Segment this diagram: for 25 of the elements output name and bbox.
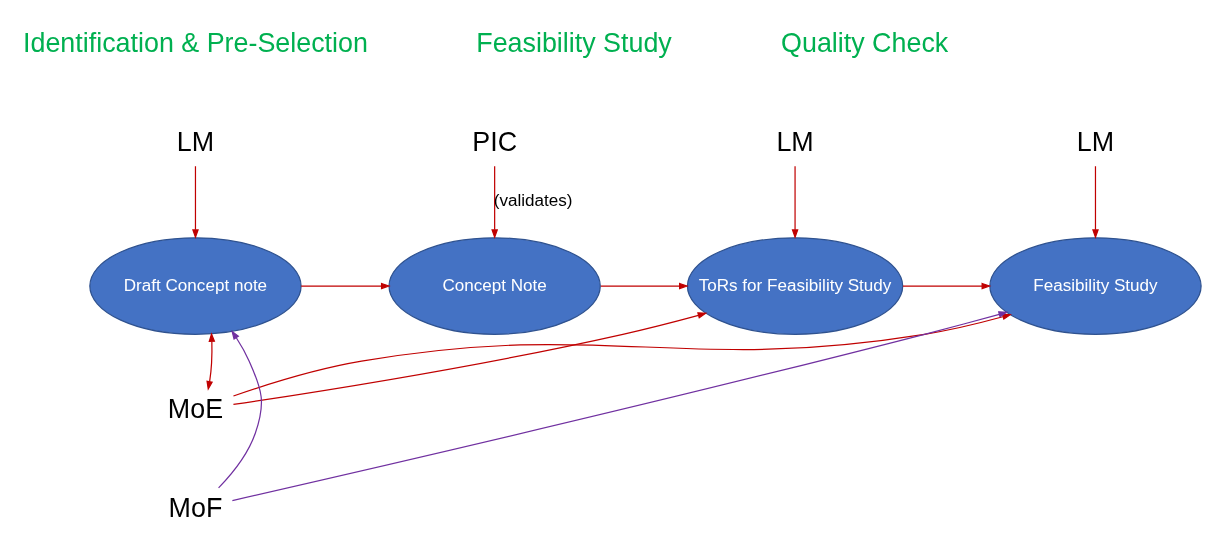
arrow: [217, 329, 263, 488]
arrow: [491, 165, 499, 239]
arrow: [600, 282, 689, 289]
node-text: PIC: [472, 126, 518, 157]
arrow: [232, 311, 708, 405]
arrow: [1092, 165, 1099, 239]
arrow: [300, 282, 391, 289]
node-text: LM: [1076, 126, 1115, 157]
node-ellipse: Concept Note: [388, 236, 601, 335]
node-ellipse: Feasibility Study: [989, 236, 1202, 335]
node-text: MoE: [167, 393, 224, 424]
node-ellipse: ToRs for Feasibility Study: [686, 236, 904, 335]
label: Quality Check: [781, 27, 949, 58]
node-text: LM: [176, 126, 215, 157]
node-text: MoF: [168, 492, 223, 523]
node-text: LM: [776, 126, 814, 157]
arrow: [231, 310, 1009, 501]
arrow: [206, 331, 216, 391]
arrow: [192, 165, 199, 239]
label: Identification & Pre-Selection: [23, 27, 368, 58]
node-ellipse: Draft Concept note: [89, 236, 302, 335]
arrow: [791, 165, 799, 239]
label: Feasibility Study: [476, 27, 672, 58]
arrow: [902, 282, 992, 289]
arrow: [232, 313, 1012, 397]
